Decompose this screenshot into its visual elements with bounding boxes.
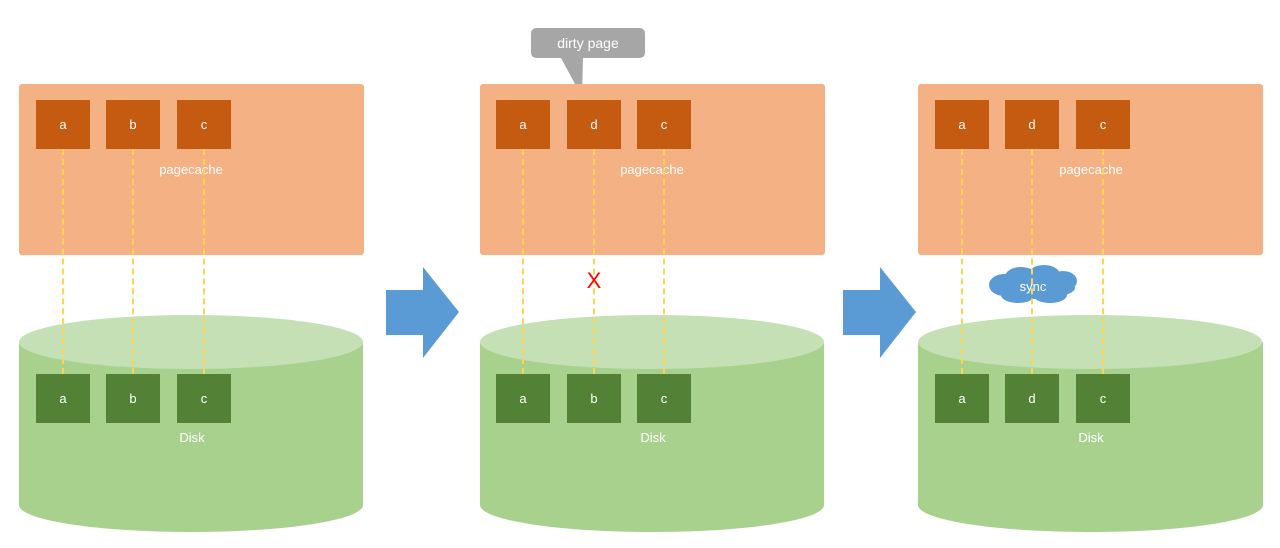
disk-cylinder-1 (19, 315, 363, 532)
sync-label: sync (1019, 278, 1047, 294)
disk-cylinder-2 (480, 315, 824, 532)
cache-page-dirty: d (567, 100, 621, 149)
cross-mark-icon: X (586, 268, 602, 293)
disk-label: Disk (179, 430, 205, 445)
disk-block-stale: b (567, 374, 621, 423)
disk-label: Disk (1078, 430, 1104, 445)
pagecache-label: pagecache (159, 162, 223, 177)
cache-disk-link (62, 149, 64, 374)
cache-page: c (1076, 100, 1130, 149)
disk-block: a (36, 374, 90, 423)
cache-page: b (106, 100, 160, 149)
cache-disk-link (132, 149, 134, 374)
cache-disk-link-broken (593, 149, 595, 374)
disk-label: Disk (640, 430, 666, 445)
dirty-page-callout-text: dirty page (557, 35, 619, 51)
disk-block: c (1076, 374, 1130, 423)
disk-cylinder-3 (918, 315, 1263, 533)
cloud-icon (989, 265, 1077, 303)
speech-bubble-callout (531, 28, 645, 97)
disk-block: a (496, 374, 550, 423)
cache-disk-link (1102, 149, 1104, 374)
disk-block-synced: d (1005, 374, 1059, 423)
disk-block: a (935, 374, 989, 423)
cache-page: c (637, 100, 691, 149)
cache-disk-link (961, 149, 963, 374)
cache-page: d (1005, 100, 1059, 149)
right-arrow-icon (843, 267, 916, 358)
cache-page: a (36, 100, 90, 149)
cache-disk-link (522, 149, 524, 374)
pagecache-label: pagecache (1059, 162, 1123, 177)
cache-disk-link (663, 149, 665, 374)
cache-page: c (177, 100, 231, 149)
disk-block: c (637, 374, 691, 423)
right-arrow-icon (386, 267, 459, 358)
cache-disk-link (1031, 149, 1033, 374)
pagecache-label: pagecache (620, 162, 684, 177)
cache-page: a (496, 100, 550, 149)
disk-block: b (106, 374, 160, 423)
cache-disk-link (203, 149, 205, 374)
disk-block: c (177, 374, 231, 423)
cache-page: a (935, 100, 989, 149)
